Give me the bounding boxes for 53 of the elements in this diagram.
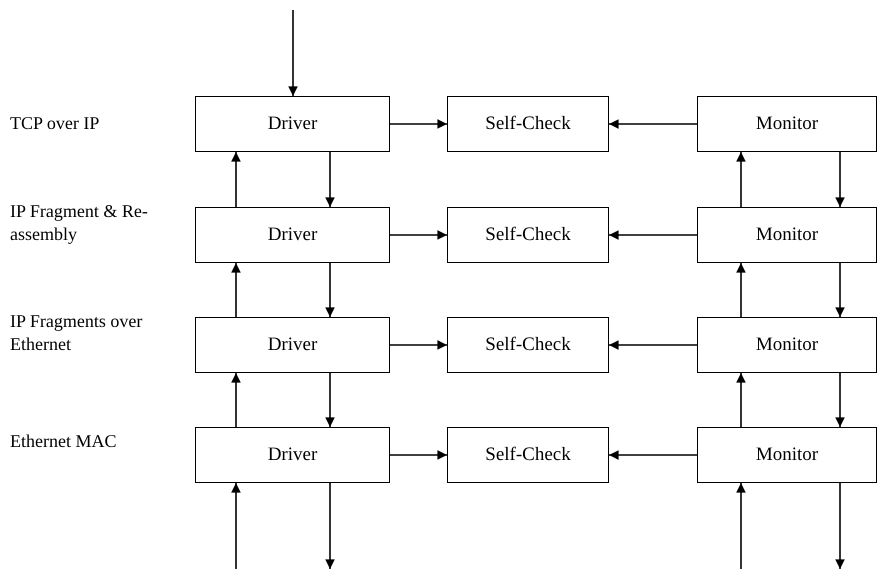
process-box xyxy=(697,96,877,152)
row-label: TCP over IP xyxy=(10,112,100,134)
arrow xyxy=(231,483,241,569)
box-label: Self-Check xyxy=(485,334,571,356)
process-box xyxy=(195,427,390,483)
box-label: Monitor xyxy=(756,113,818,135)
arrow xyxy=(835,373,845,427)
box-label: Monitor xyxy=(756,444,818,466)
arrow xyxy=(390,340,447,350)
arrow xyxy=(736,152,746,207)
box-label: Self-Check xyxy=(485,224,571,246)
arrow xyxy=(835,152,845,207)
arrow xyxy=(609,230,697,240)
process-box xyxy=(447,96,609,152)
process-box xyxy=(195,96,390,152)
process-box xyxy=(697,207,877,263)
arrow xyxy=(325,152,335,207)
process-box xyxy=(195,207,390,263)
box-label: Driver xyxy=(268,334,318,356)
box-label: Monitor xyxy=(756,224,818,246)
process-box xyxy=(447,317,609,373)
row-label: IP Fragment & Re-assembly xyxy=(10,200,149,245)
arrow xyxy=(736,263,746,317)
box-label: Driver xyxy=(268,444,318,466)
process-box xyxy=(447,427,609,483)
arrow xyxy=(835,263,845,317)
box-label: Self-Check xyxy=(485,113,571,135)
process-box xyxy=(195,317,390,373)
box-label: Self-Check xyxy=(485,444,571,466)
process-box xyxy=(697,317,877,373)
arrow xyxy=(835,483,845,569)
arrow xyxy=(231,263,241,317)
box-label: Driver xyxy=(268,113,318,135)
arrow xyxy=(390,119,447,129)
process-box xyxy=(697,427,877,483)
arrow xyxy=(736,373,746,427)
arrow xyxy=(609,340,697,350)
arrow xyxy=(390,450,447,460)
box-label: Monitor xyxy=(756,334,818,356)
arrow xyxy=(325,263,335,317)
arrow xyxy=(736,483,746,569)
row-label: IP Fragments over Ethernet xyxy=(10,310,144,355)
box-label: Driver xyxy=(268,224,318,246)
process-box xyxy=(447,207,609,263)
arrow xyxy=(231,152,241,207)
arrow xyxy=(609,450,697,460)
arrow xyxy=(390,230,447,240)
arrow xyxy=(325,373,335,427)
arrow xyxy=(231,373,241,427)
arrow xyxy=(325,483,335,569)
arrow xyxy=(609,119,697,129)
row-label: Ethernet MAC xyxy=(10,430,118,452)
arrow xyxy=(288,10,298,96)
